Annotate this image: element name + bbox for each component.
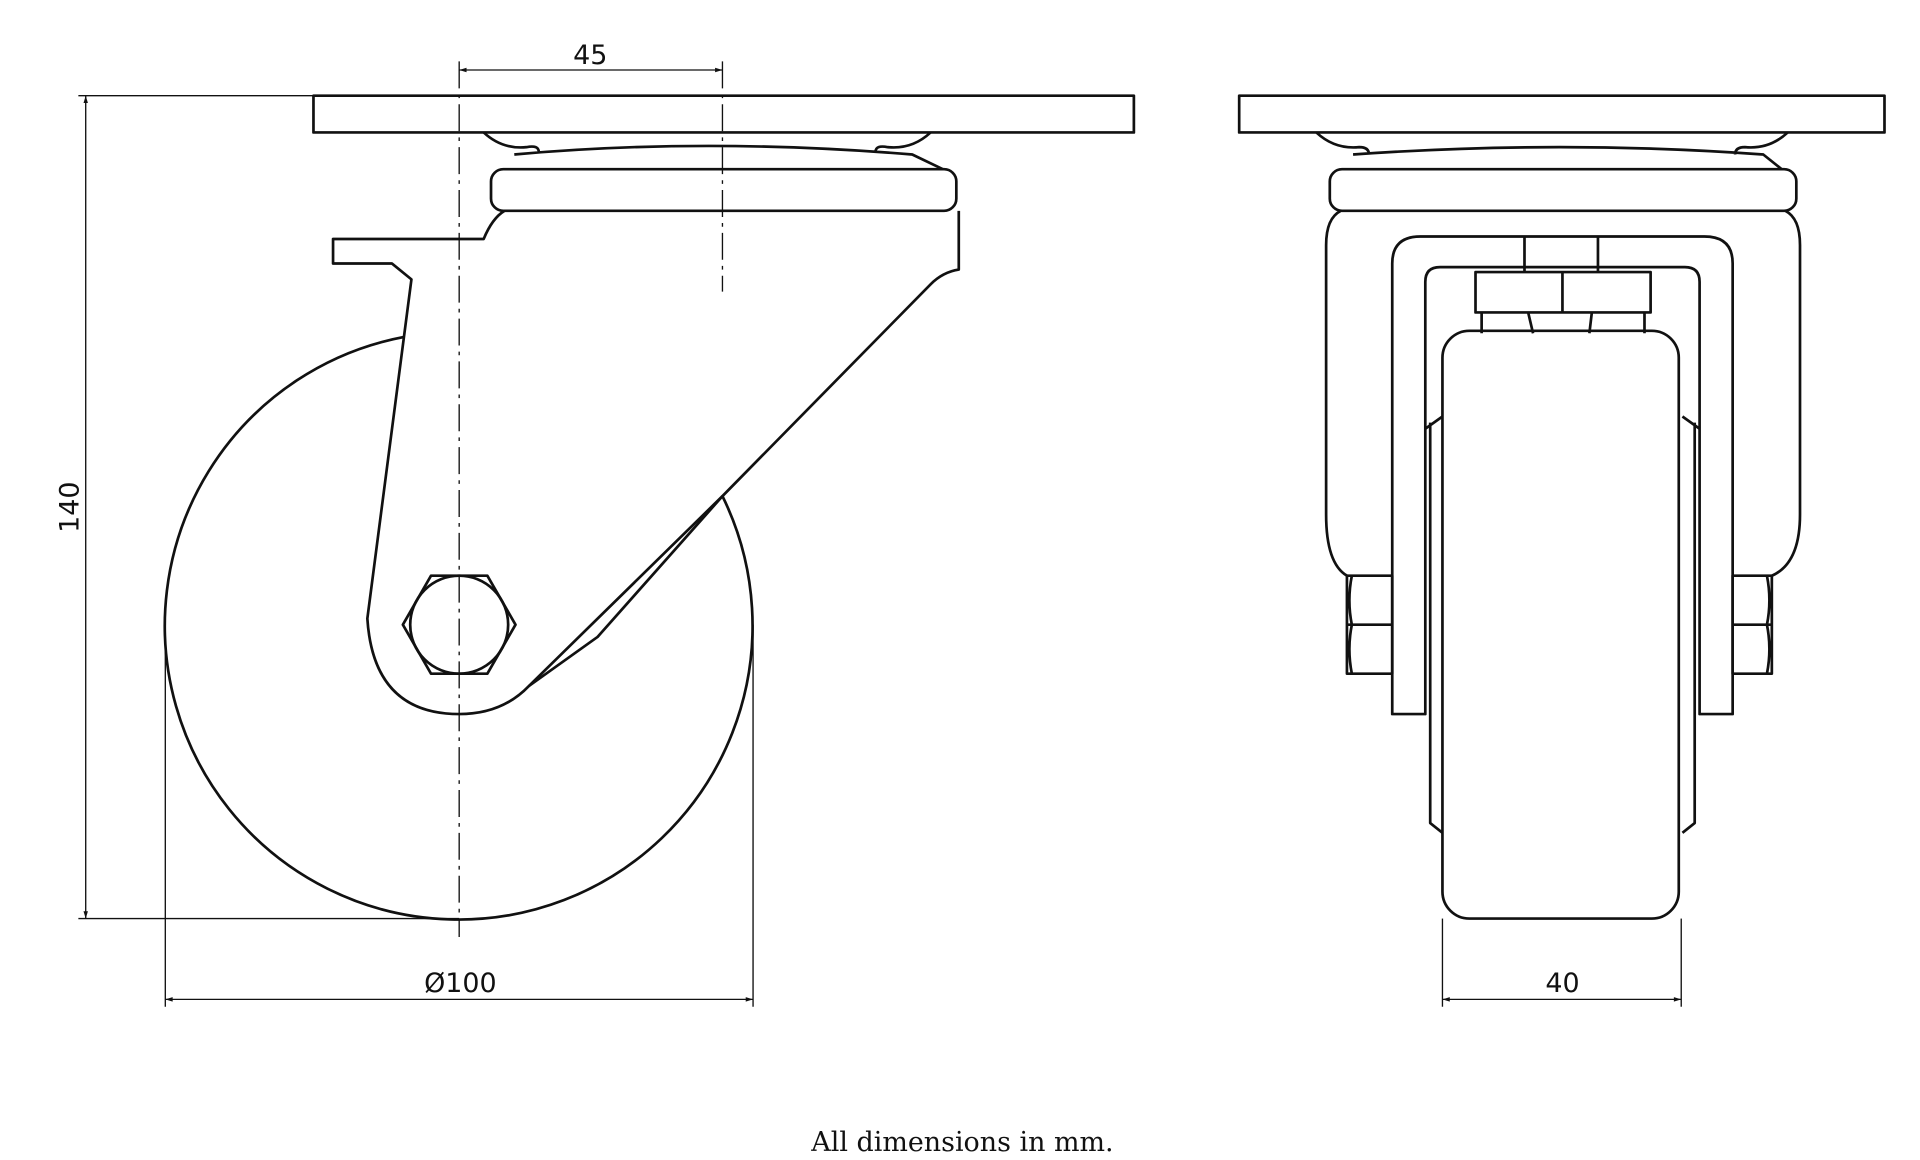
swivel-nut bbox=[1474, 236, 1652, 334]
fork-outer bbox=[1324, 209, 1802, 577]
wheel bbox=[163, 335, 754, 921]
units-note: All dimensions in mm. bbox=[810, 1127, 1113, 1158]
swivel-race bbox=[1328, 167, 1798, 213]
height-dim-label: 140 bbox=[54, 481, 85, 532]
axle-nut-right bbox=[1731, 574, 1774, 676]
width-dim-label: 40 bbox=[1545, 968, 1579, 999]
front-view: 40 bbox=[1237, 94, 1886, 1007]
fork-inner bbox=[1390, 235, 1734, 716]
axle-nut bbox=[401, 574, 517, 676]
swivel-race bbox=[489, 167, 958, 213]
offset-dim-label: 45 bbox=[573, 40, 607, 71]
wheel-hub bbox=[1424, 415, 1701, 834]
fork-body bbox=[331, 209, 961, 716]
top-plate bbox=[1237, 94, 1886, 134]
diameter-dim-label: Ø100 bbox=[424, 968, 497, 999]
swivel-bearing bbox=[1315, 131, 1789, 171]
side-view: 45 140 Ø100 bbox=[54, 40, 1136, 1007]
fork-edge bbox=[528, 495, 724, 688]
top-plate bbox=[312, 94, 1136, 134]
wheel bbox=[1441, 329, 1681, 920]
axle-nut-left bbox=[1345, 574, 1394, 676]
swivel-bearing bbox=[482, 131, 944, 171]
